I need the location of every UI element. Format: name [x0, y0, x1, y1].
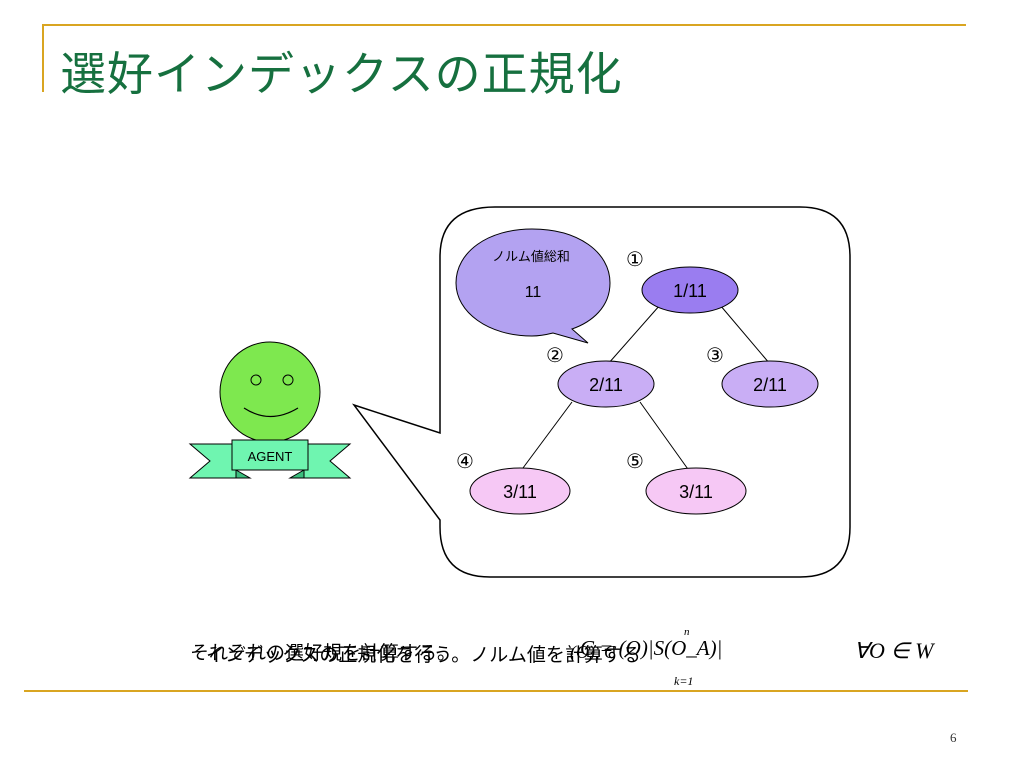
forall-condition: ∀O ∈ W	[854, 638, 934, 663]
sum-lower: k=1	[674, 674, 694, 688]
slide-title: 選好インデックスの正規化	[60, 47, 623, 101]
diagram: ノルム値総和 11 ① 1/11 ② 2/11 ③ 2/11 ④ 3/11 ⑤ …	[188, 206, 851, 578]
node-3-marker: ③	[706, 343, 724, 367]
sum-upper: n	[684, 626, 690, 638]
formula-text-a: それぞれの選好規を計算する。	[190, 642, 457, 664]
node-5	[645, 467, 747, 515]
node-4-value: 3/11	[503, 482, 537, 502]
bubble-value: 11	[525, 284, 542, 301]
node-1	[641, 266, 739, 314]
formula-math-a: C = (O)|S(O_A)|	[580, 636, 723, 660]
edge-2-5	[639, 401, 691, 473]
edge-1-3	[719, 304, 771, 365]
agent-label: AGENT	[248, 449, 293, 464]
agent-ribbon	[188, 439, 352, 479]
node-3	[721, 360, 819, 408]
edge-1-2	[607, 304, 661, 365]
formula-line: それぞれの選好規を計算する。 インデックスの正規化を行う。ノルム値を計算する C…	[190, 626, 950, 688]
page-number: 6	[950, 730, 957, 745]
node-5-marker: ⑤	[626, 449, 644, 473]
node-1-marker: ①	[626, 247, 644, 271]
footer-rule	[24, 690, 968, 692]
title-rule-left	[42, 24, 44, 92]
bubble-label: ノルム値総和	[492, 249, 570, 265]
node-3-value: 2/11	[753, 375, 787, 395]
title-rule-top	[42, 24, 966, 26]
formula-math-b: (O), C	[570, 642, 616, 662]
node-4-marker: ④	[456, 449, 474, 473]
node-2-value: 2/11	[589, 375, 623, 395]
norm-sum-bubble	[455, 228, 611, 344]
agent-face-icon	[219, 341, 321, 443]
edge-2-4	[519, 401, 573, 473]
node-4	[469, 467, 571, 515]
formula-text-b: インデックスの正規化を行う。ノルム値を計算する	[206, 644, 641, 666]
node-2	[557, 360, 655, 408]
node-2-marker: ②	[546, 343, 564, 367]
node-1-value: 1/11	[673, 281, 707, 301]
node-5-value: 3/11	[679, 482, 713, 502]
